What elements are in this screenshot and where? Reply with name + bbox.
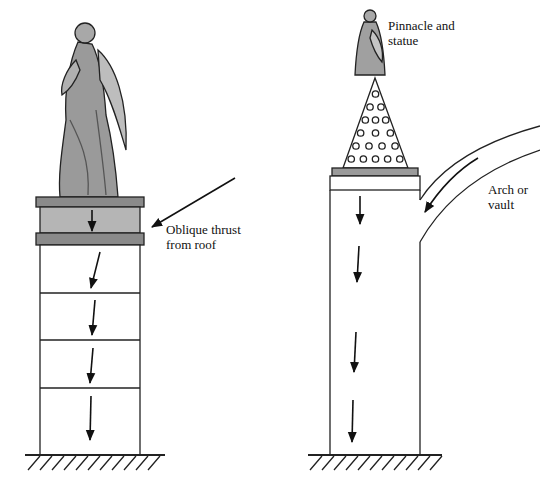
ground-hatch [25,455,442,470]
pinnacle-dot [387,130,393,136]
left-column [40,245,140,455]
pinnacle-dot [382,117,388,123]
pinnacle-label: Pinnacle and statue [388,18,460,48]
pinnacle-dot [372,91,378,97]
pinnacle-dot [384,156,390,162]
pinnacle-dot [366,143,372,149]
pinnacle-dot [372,156,378,162]
pinnacle-dot [353,143,359,149]
pinnacle-dot [372,117,378,123]
pinnacle-dot [357,130,363,136]
arch-vault [420,126,540,242]
pinnacle-dot [360,156,366,162]
arch-label: Arch or vault [488,182,534,212]
thrust-label: Oblique thrust from roof [166,222,262,252]
pinnacle-dot [362,117,368,123]
pinnacle-dot [367,104,373,110]
pinnacle-dot [378,104,384,110]
force-arrow [90,178,235,440]
pinnacle-dot [397,156,403,162]
pinnacle-dot [392,143,398,149]
pinnacle-dot [372,130,378,136]
right-statue [355,10,385,75]
right-pier [330,168,420,455]
left-capital [36,197,144,245]
pinnacle-dot [379,143,385,149]
pinnacle-cone [343,78,408,168]
pinnacle-dot [348,156,354,162]
force-arrow [352,158,478,442]
left-statue [59,23,126,197]
